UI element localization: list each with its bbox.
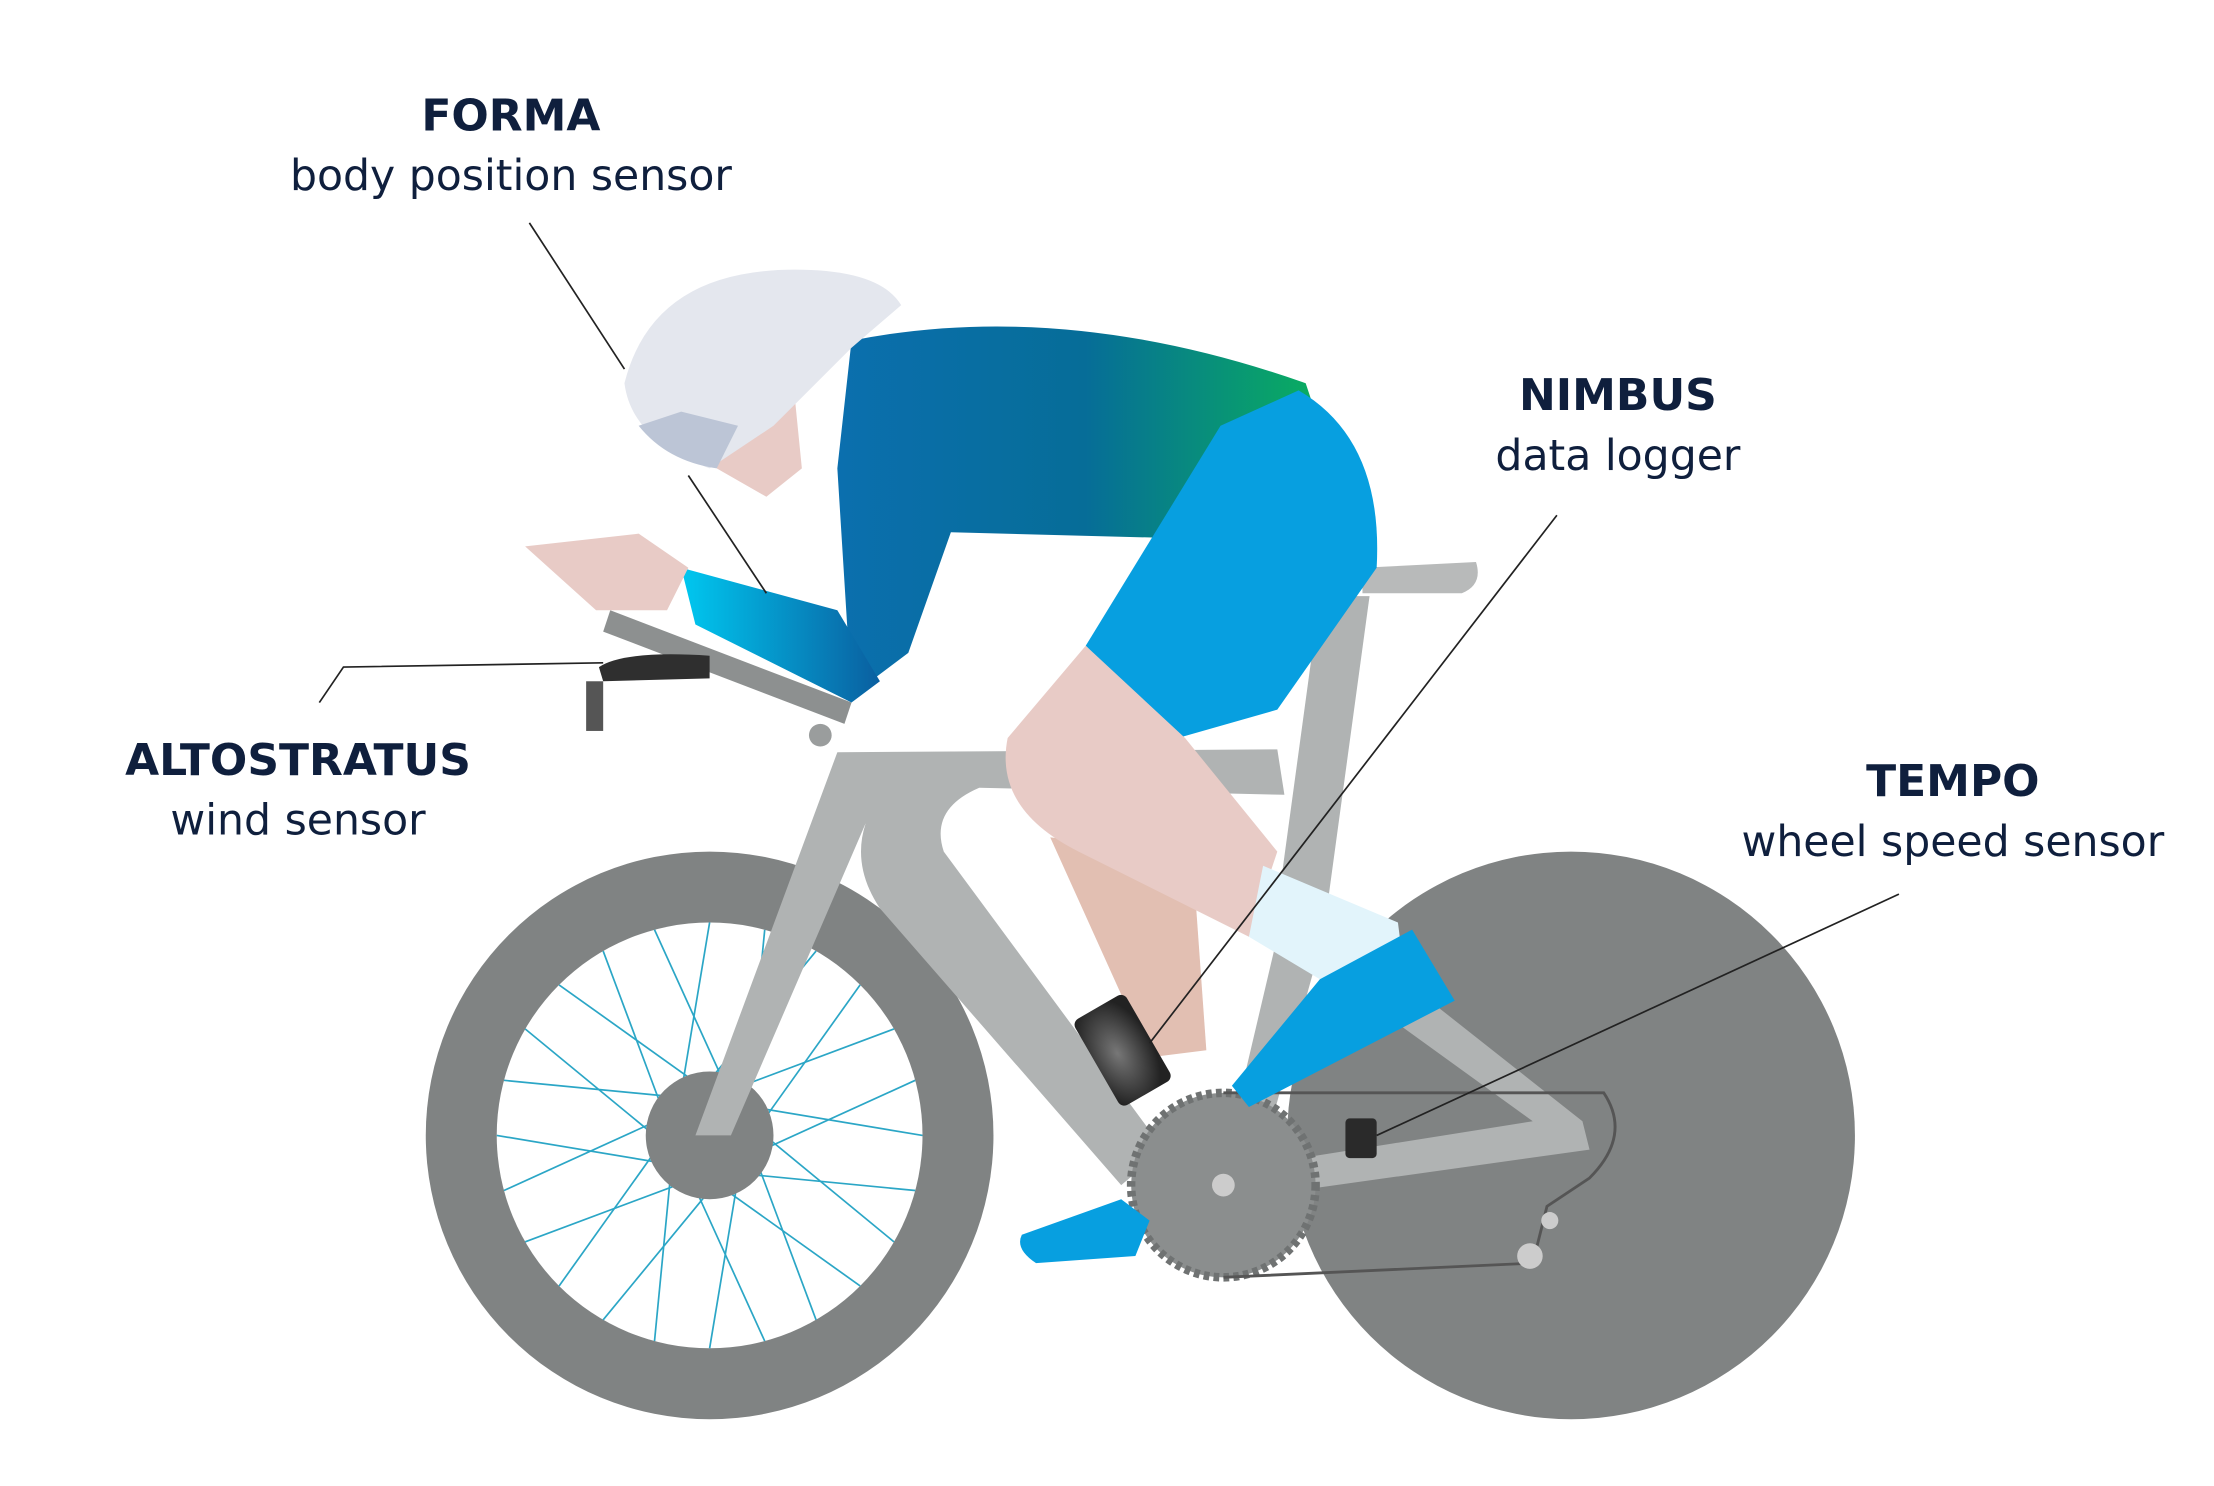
spoke [738,1028,895,1088]
rider-thigh [1005,645,1278,937]
spoke [524,1028,654,1135]
spoke [765,1136,895,1243]
spoke [757,1164,817,1321]
nimbus-title: NIMBUS [1519,370,1717,421]
rider-shoe [1231,929,1455,1108]
rider [525,269,1455,1264]
forma-leader-line-lower [687,475,768,594]
rider-arm [681,567,880,703]
forma-title: FORMA [421,91,600,142]
spoke [503,1079,669,1098]
spoke [750,1173,916,1192]
spoke [708,1185,738,1349]
spoke [681,922,711,1086]
altostratus-sensor-icon [586,654,710,731]
rider-visor [638,411,738,469]
altostratus-title: ALTOSTRATUS [125,735,471,786]
tempo-title: TEMPO [1866,756,2039,807]
spoke [558,1150,656,1287]
forma-description: body position sensor [290,151,732,201]
nimbus-label: NIMBUS data logger [1495,370,1740,481]
tempo-label: TEMPO wheel speed sensor [1742,756,2165,867]
altostratus-label: ALTOSTRATUS wind sensor [125,735,471,846]
rider-back-shoe [1020,1199,1150,1264]
nimbus-logger-icon [1074,994,1171,1106]
nimbus-description: data logger [1495,431,1740,481]
spoke [496,1134,660,1164]
spoke [695,1190,766,1342]
rider-sock [1248,865,1406,980]
altostratus-description: wind sensor [170,796,426,846]
spoke [602,950,662,1107]
rider-torso [837,326,1335,696]
nimbus-leader-line [1148,514,1558,1044]
spoke [725,1189,861,1287]
rider-shorts [1085,390,1378,739]
tempo-leader-line [1376,893,1900,1137]
rider-hand [525,533,689,611]
spoke [764,1079,916,1150]
spoke [558,984,695,1082]
altostratus-leader-line [318,661,604,704]
forma-leader-line [528,222,626,370]
spoke [653,1176,672,1342]
chainring [808,723,1617,1282]
spoke [763,984,861,1120]
spoke [602,1191,709,1321]
tempo-sensor-icon [1345,1118,1377,1159]
spoke [653,929,724,1081]
spoke [759,1107,923,1137]
forma-label: FORMA body position sensor [290,91,732,202]
spoke [524,1183,681,1243]
tempo-description: wheel speed sensor [1742,817,2165,867]
spoke [503,1121,655,1192]
